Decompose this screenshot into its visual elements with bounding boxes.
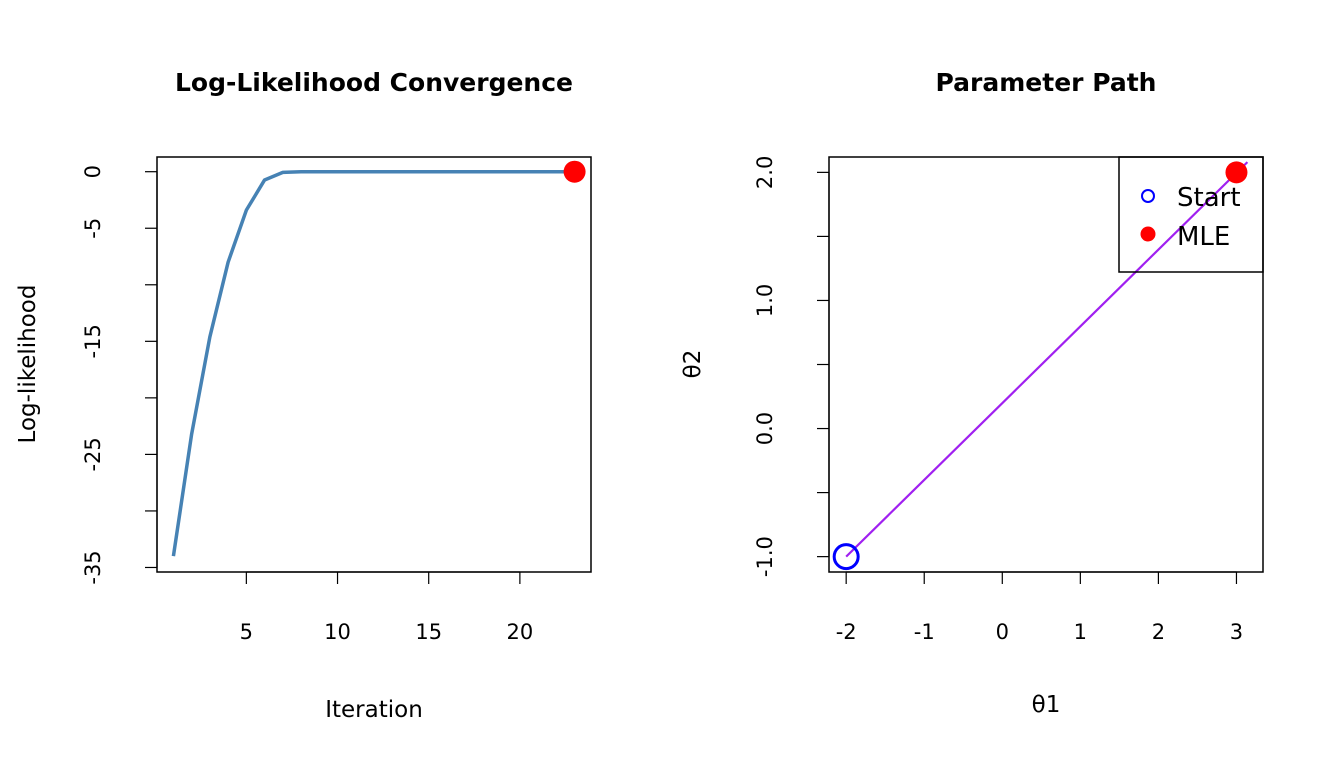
chart1-y-tick-label: -25 — [81, 437, 105, 471]
chart1-x-tick-label: 20 — [507, 620, 534, 644]
chart2-x-tick-label: 0 — [996, 620, 1009, 644]
chart2-x-tick-label: -2 — [836, 620, 857, 644]
chart2-x-tick-label: 1 — [1074, 620, 1087, 644]
loglik-line — [171, 169, 575, 557]
final-iteration-point — [563, 160, 586, 183]
chart1-xlabel: Iteration — [325, 697, 423, 723]
chart2-x-tick-label: 3 — [1230, 620, 1243, 644]
legend-mle-label: MLE — [1177, 222, 1230, 252]
mle-point — [1225, 161, 1248, 184]
chart2-ylabel: θ2 — [680, 350, 706, 379]
chart1-ylabel: Log-likelihood — [15, 285, 41, 444]
chart1-plot-frame — [156, 156, 592, 573]
start-point — [832, 543, 860, 571]
chart1-y-tick-label: -15 — [81, 324, 105, 358]
parameter-path-line — [845, 161, 1249, 558]
legend-frame — [1118, 156, 1264, 273]
chart1-x-tick-label: 15 — [415, 620, 442, 644]
chart2-y-tick-label: 0.0 — [753, 412, 777, 445]
chart2-x-tick-label: -1 — [914, 620, 935, 644]
chart2-y-tick-label: 2.0 — [753, 156, 777, 189]
chart1-y-tick-label: -5 — [81, 218, 105, 239]
legend-start-label: Start — [1177, 183, 1241, 213]
chart1-y-tick-label: -35 — [81, 550, 105, 584]
chart1-x-tick-label: 10 — [324, 620, 351, 644]
chart1-x-tick-label: 5 — [240, 620, 253, 644]
chart2-title: Parameter Path — [936, 68, 1157, 97]
chart2-y-tick-label: 1.0 — [753, 284, 777, 317]
chart2-y-tick-label: -1.0 — [753, 536, 777, 577]
legend-mle-marker — [1140, 226, 1156, 242]
chart1-title: Log-Likelihood Convergence — [175, 68, 573, 97]
chart2-xlabel: θ1 — [1032, 692, 1061, 718]
legend-start-marker — [1141, 189, 1155, 203]
chart1-y-tick-label: 0 — [81, 165, 105, 178]
chart2-x-tick-label: 2 — [1152, 620, 1165, 644]
